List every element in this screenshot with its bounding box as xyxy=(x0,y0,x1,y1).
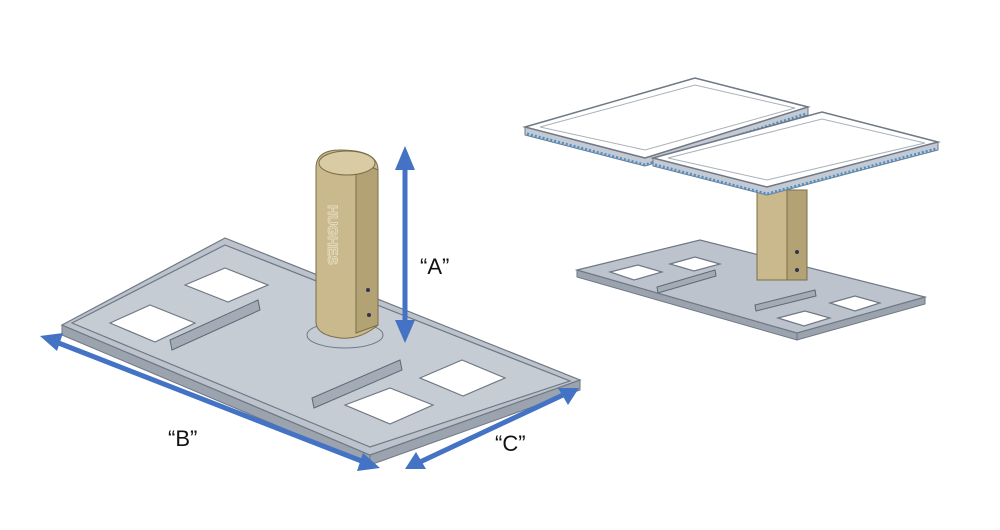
dimension-arrow-a xyxy=(395,146,415,343)
cutout xyxy=(418,359,507,397)
post-brand-text: HUGHES xyxy=(325,205,341,265)
cutout xyxy=(343,387,435,425)
dimension-arrow-b xyxy=(40,333,380,471)
label-c: “C” xyxy=(495,431,526,456)
solar-panel-right xyxy=(650,111,941,196)
stiffener-rib xyxy=(311,359,403,409)
label-a: “A” xyxy=(420,254,449,279)
stiffener-rib xyxy=(169,299,261,351)
solar-panel-left xyxy=(522,77,811,167)
cutout xyxy=(183,267,270,303)
base-plate-left xyxy=(60,237,582,466)
base-plate-right xyxy=(574,239,928,341)
cutout xyxy=(108,304,197,343)
mast-post-right xyxy=(756,189,808,281)
mast-post-left: HUGHES xyxy=(315,149,379,339)
dimension-arrow-c xyxy=(405,388,579,469)
label-b: “B” xyxy=(168,426,197,451)
